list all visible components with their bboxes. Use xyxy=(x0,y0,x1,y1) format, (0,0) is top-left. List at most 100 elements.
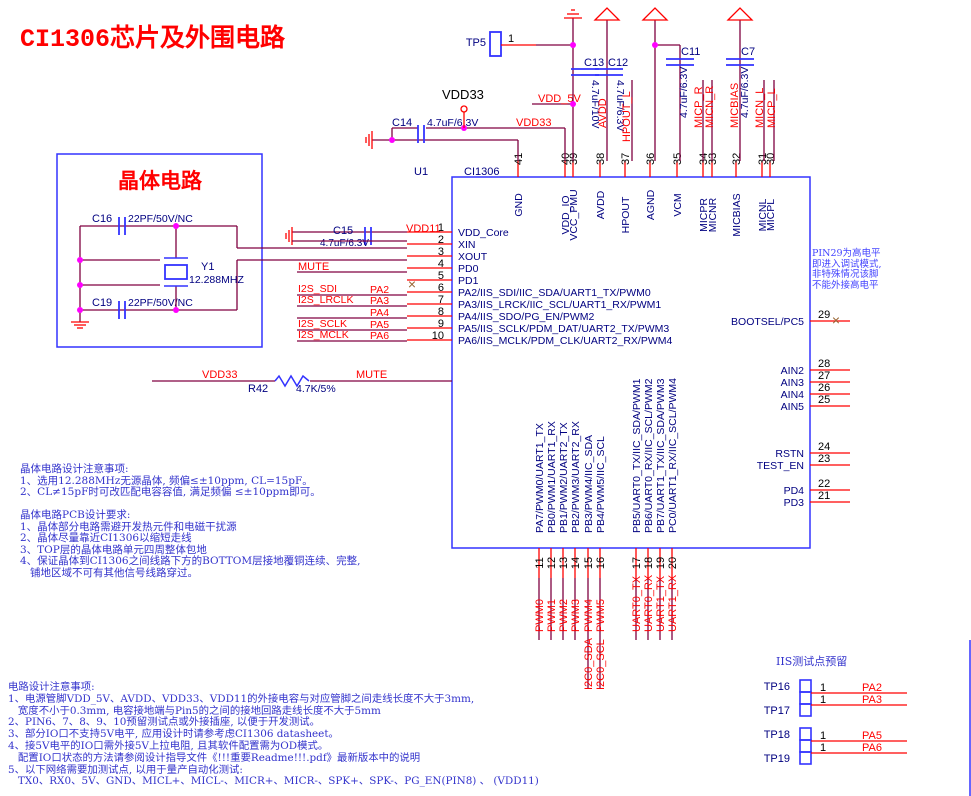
pin-name-5: PD1 xyxy=(458,275,479,287)
c16-ref: C16 xyxy=(92,213,112,225)
c11-value: 4.7uF/6.3V xyxy=(678,67,690,118)
pin-number-40: 40 xyxy=(560,153,572,165)
pin-name-29: BOOTSEL/PC5 xyxy=(731,316,804,328)
net-label-uart1_rx: UART1_RX xyxy=(667,574,679,632)
net-label-i2s_sclk: I2S_SCLK xyxy=(298,318,347,330)
net-label-avdd: AVDD xyxy=(597,98,609,128)
no-connect-icon: × xyxy=(408,276,416,292)
net-label-uart0_tx: UART0_TX xyxy=(631,575,643,632)
pin-name-21: PD3 xyxy=(784,497,805,509)
net-label-pwm0: PWM0 xyxy=(534,599,546,632)
pin-name-11: PA7/PWM0/UART1_TX xyxy=(534,423,546,533)
net-label-i2c0_sda: I2C0_SDA xyxy=(583,637,595,690)
pin-name-13: PB1/PWM2/UART2_TX xyxy=(558,422,570,533)
pin-name-10: PA6/IIS_MCLK/PDM_CLK/UART2_RX/PWM4 xyxy=(458,335,673,347)
c16-value: 22PF/50V/NC xyxy=(128,213,193,225)
pin-number-17: 17 xyxy=(631,557,643,569)
pin-number-24: 24 xyxy=(818,441,830,453)
pin-number-22: 22 xyxy=(818,478,830,490)
micbias-power-icon xyxy=(726,7,754,21)
testpoint-tp16-icon xyxy=(799,679,812,693)
pin29-note: PIN29为高电平 即进入调试模式, 非特殊情况该脚 不能外接高电平 xyxy=(812,248,882,291)
pin-number-41: 41 xyxy=(513,153,525,165)
pin-number-11: 11 xyxy=(534,557,546,568)
pin-name-7: PA3/IIS_LRCK/IIC_SCL/UART1_RX/PWM1 xyxy=(458,299,661,311)
pin-number-31: 31 xyxy=(757,153,769,165)
pin-name-3: XOUT xyxy=(458,251,488,263)
pin-number-5: 5 xyxy=(438,270,444,282)
crystal-block-border xyxy=(56,153,263,348)
tp-ref-tp17: TP17 xyxy=(764,705,790,717)
pin-number-26: 26 xyxy=(818,382,830,394)
vdd33-port-label: VDD33 xyxy=(442,87,484,102)
pin-name-17: PB5/UART0_TX/IIC_SDA/PWM1 xyxy=(631,378,643,533)
testpoint-box-icon xyxy=(799,703,812,717)
c11-ref: C11 xyxy=(681,46,700,58)
net-label-vdd11: VDD11 xyxy=(406,223,441,235)
net-label-pwm2: PWM2 xyxy=(558,599,570,632)
pin-name-2: XIN xyxy=(458,239,476,251)
pin-number-15: 15 xyxy=(583,557,595,569)
r42-value: 4.7K/5% xyxy=(296,383,336,395)
pin-name-32: MICBIAS xyxy=(731,193,743,236)
pin-number-39: 39 xyxy=(568,153,580,165)
pin-number-25: 25 xyxy=(818,394,830,406)
c7-ref: C7 xyxy=(741,46,755,58)
pin-name-15: PB3/PWM4/IIC_SDA xyxy=(583,435,595,533)
pin-number-6: 6 xyxy=(438,282,444,294)
tp-ref-tp16: TP16 xyxy=(764,681,790,693)
agnd-power-icon xyxy=(641,7,669,21)
net-label-i2s_lrclk: I2S_LRCLK xyxy=(298,294,353,306)
net-label-pwm1: PWM1 xyxy=(546,599,558,632)
chip-ref: U1 xyxy=(414,166,428,178)
crystal-y1-icon xyxy=(164,264,188,280)
pin-number-20: 20 xyxy=(667,557,679,569)
c14-value: 4.7uF/6.3V xyxy=(427,117,478,129)
pin-name-19: PB7/UART1_TX/IIC_SDA/PWM3 xyxy=(655,378,667,533)
net-label-micn-r: MICN_R xyxy=(704,86,716,128)
pin-number-3: 3 xyxy=(438,246,444,258)
c19-ref: C19 xyxy=(92,297,112,309)
pin-name-18: PB6/UART0_RX/IIC_SCL/PWM2 xyxy=(643,378,655,533)
net-label-micbias: MICBIAS xyxy=(729,83,741,128)
net-label-i2c0_scl: I2C0_SCL xyxy=(595,639,607,690)
tp-pin-tp17: 1 xyxy=(820,694,826,706)
pin-name-1: VDD_Core xyxy=(458,227,509,239)
pin-number-21: 21 xyxy=(818,490,830,502)
net-label-micn-l: MICN_L xyxy=(754,88,766,128)
pin-name-33: MICNR xyxy=(707,197,719,232)
crystal-block-title: 晶体电路 xyxy=(118,169,202,193)
pin-name-35: VCM xyxy=(672,193,684,216)
junction-dot xyxy=(77,282,83,288)
pin-name-9: PA5/IIS_SCLK/PDM_DAT/UART2_TX/PWM3 xyxy=(458,323,669,335)
pin-number-4: 4 xyxy=(438,258,444,270)
tp-pin-tp19: 1 xyxy=(820,742,826,754)
pin-name-38: AVDD xyxy=(595,190,607,219)
pin-name-27: AIN3 xyxy=(781,377,805,389)
pin-number-14: 14 xyxy=(570,557,582,569)
junction-dot xyxy=(652,42,658,48)
c14-ref: C14 xyxy=(392,117,412,129)
net-label-pwm5: PWM5 xyxy=(595,599,607,632)
tp5-ref: TP5 xyxy=(466,37,486,49)
c12-value: 4.7uF/6.3V xyxy=(614,80,626,131)
pin-number-8: 8 xyxy=(438,306,444,318)
junction-dot xyxy=(570,101,576,107)
tp-ref-tp18: TP18 xyxy=(764,729,790,741)
tp5-pin: 1 xyxy=(508,33,514,45)
net-alias-pa3: PA3 xyxy=(370,295,389,307)
pin-name-30: MICPL xyxy=(765,199,777,231)
c15-value: 4.7uF/6.3V xyxy=(320,238,369,249)
c7-value: 4.7uF/6.3V xyxy=(739,67,751,118)
pin-number-34: 34 xyxy=(698,153,710,165)
pin-number-18: 18 xyxy=(643,557,655,569)
pin-number-27: 27 xyxy=(818,370,830,382)
r42-ref: R42 xyxy=(248,383,268,395)
pin-name-31: MICNL xyxy=(757,199,769,232)
tp-net-pa6: PA6 xyxy=(862,742,882,754)
pin-name-34: MICPR xyxy=(698,198,710,232)
pin-name-16: PB4/PWM5/IIC_SCL xyxy=(595,436,607,533)
pin-number-28: 28 xyxy=(818,358,830,370)
pin-name-26: AIN4 xyxy=(781,389,805,401)
